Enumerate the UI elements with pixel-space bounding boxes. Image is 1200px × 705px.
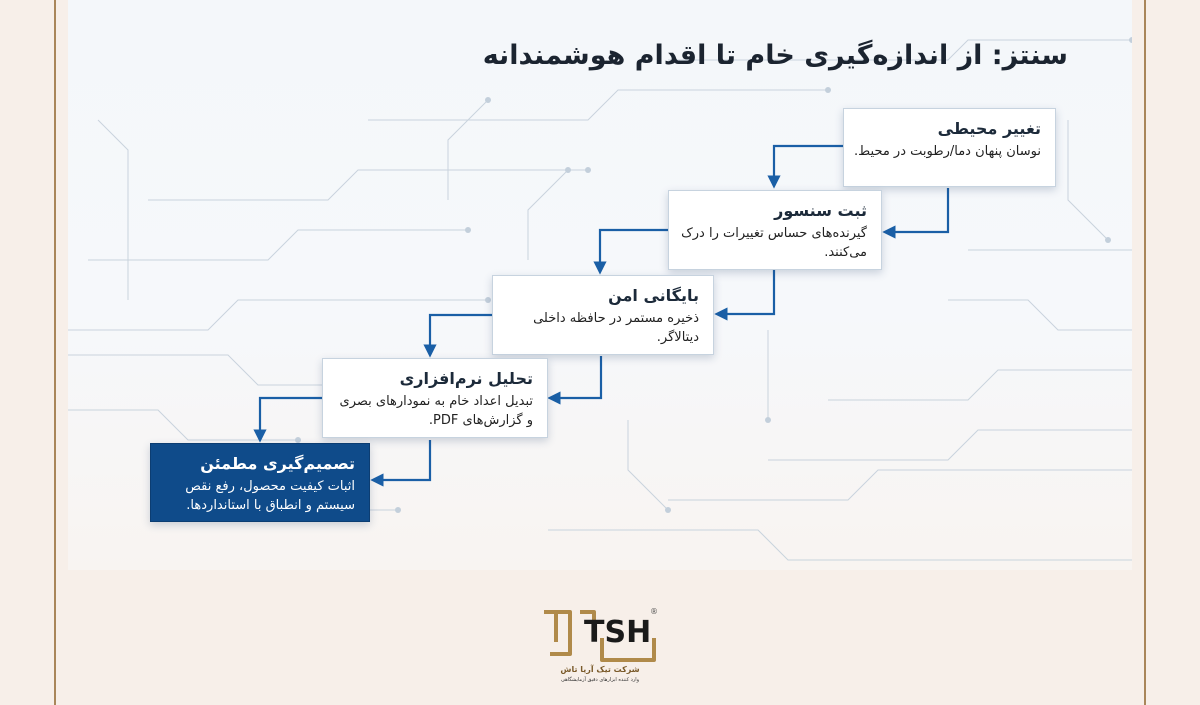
company-logo: TSH ® شرکت تیک آریا تاش وارد کننده ابزار… xyxy=(540,602,660,692)
step-description: نوسان پنهان دما/رطوبت در محیط. xyxy=(854,144,1041,159)
page-title: سنتز: از اندازه‌گیری خام تا اقدام هوشمند… xyxy=(482,40,1068,71)
step-software-analysis: تحلیل نرم‌افزاری تبدیل اعداد خام به نمود… xyxy=(322,358,548,438)
arrow-icon xyxy=(423,313,492,358)
arrow-icon xyxy=(767,144,843,189)
step-environmental-change: تغییر محیطی نوسان پنهان دما/رطوبت در محی… xyxy=(843,108,1056,187)
arrow-icon xyxy=(253,396,322,443)
step-secure-archiving: بایگانی امن ذخیره مستمر در حافظه داخلی د… xyxy=(492,275,714,355)
step-description: ذخیره مستمر در حافظه داخلی دیتالاگر. xyxy=(533,311,699,345)
company-name: شرکت تیک آریا تاش xyxy=(560,665,640,674)
step-description: تبدیل اعداد خام به نمودارهای بصری و گزار… xyxy=(339,394,533,428)
arrow-icon xyxy=(714,270,776,321)
step-description: گیرنده‌های حساس تغییرات را درک می‌کنند. xyxy=(681,226,867,260)
tsh-logo-mark: TSH ® xyxy=(544,607,658,662)
arrow-icon xyxy=(882,188,950,239)
arrow-icon xyxy=(593,228,668,275)
arrow-icon xyxy=(370,440,432,487)
step-description: اثبات کیفیت محصول، رفع نقص سیستم و انطبا… xyxy=(185,479,355,513)
step-title: تصمیم‌گیری مطمئن xyxy=(200,454,355,473)
logo-text: TSH xyxy=(584,615,651,650)
step-title: تغییر محیطی xyxy=(937,119,1041,138)
registered-mark: ® xyxy=(650,607,658,616)
arrow-icon xyxy=(547,356,603,405)
step-title: تحلیل نرم‌افزاری xyxy=(399,369,533,388)
step-confident-decision: تصمیم‌گیری مطمئن اثبات کیفیت محصول، رفع … xyxy=(150,443,370,522)
frame-left-border xyxy=(54,0,56,705)
step-title: ثبت سنسور xyxy=(774,201,867,220)
step-title: بایگانی امن xyxy=(608,286,699,305)
frame-right-border xyxy=(1144,0,1146,705)
company-tagline: وارد کننده ابزارهای دقیق آزمایشگاهی xyxy=(560,677,640,683)
step-sensor-recording: ثبت سنسور گیرنده‌های حساس تغییرات را درک… xyxy=(668,190,882,270)
